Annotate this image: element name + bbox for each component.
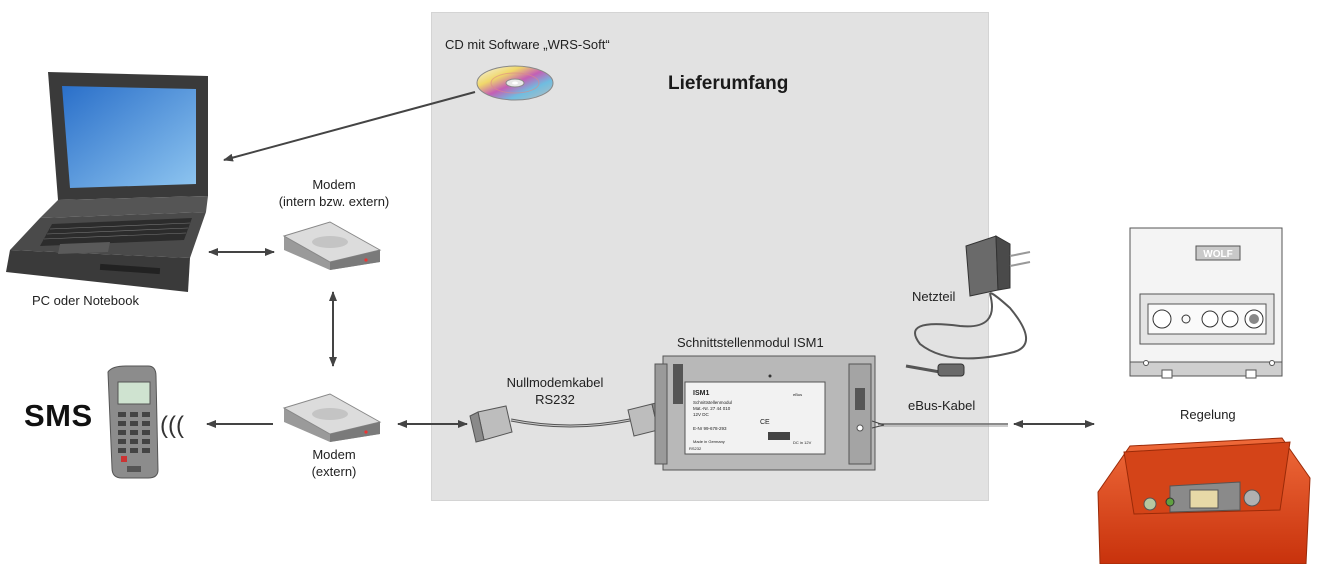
svg-text:DC in 12V: DC in 12V [793, 440, 812, 445]
module-label: Schnittstellenmodul ISM1 [677, 335, 824, 350]
svg-text:RS232: RS232 [689, 446, 702, 451]
modem-external-icon [282, 393, 382, 442]
radio-waves-icon: ((( [160, 412, 184, 439]
modem-external-label-line2: (extern) [311, 464, 357, 479]
wolf-logo: WOLF [1203, 249, 1232, 260]
null-modem-label: Nullmodemkabel RS232 [500, 374, 610, 408]
controller-label: Regelung [1180, 407, 1236, 422]
orange-boiler-panel-icon [1097, 437, 1311, 564]
svg-text:E-Nr 99-678-293: E-Nr 99-678-293 [693, 426, 727, 431]
power-supply-label: Netzteil [912, 289, 956, 304]
svg-text:12V DC: 12V DC [693, 412, 710, 417]
power-supply-icon [905, 235, 1031, 377]
modem-internal-label-line1: Modem [312, 177, 356, 192]
modem-internal-label-line2: (intern bzw. extern) [278, 194, 390, 209]
ebus-cable-icon [871, 420, 1008, 429]
ebus-cable-label: eBus-Kabel [908, 398, 976, 413]
cd-label: CD mit Software „WRS-Soft“ [445, 37, 610, 52]
delivery-scope-title: Lieferumfang [668, 73, 789, 94]
modem-internal-label: Modem (intern bzw. extern) [266, 176, 402, 210]
svg-text:Mat.-Nr. 27 44 010: Mat.-Nr. 27 44 010 [693, 406, 731, 411]
controller-unit-icon: WOLF [1129, 227, 1283, 379]
pc-label: PC oder Notebook [32, 293, 139, 308]
arrow-cd-to-pc [223, 91, 476, 162]
sms-label: SMS [24, 398, 93, 433]
svg-text:ISM1: ISM1 [693, 390, 709, 397]
modem-external-label-line1: Modem [312, 447, 356, 462]
svg-text:Schnittstellenmodul: Schnittstellenmodul [693, 400, 732, 405]
svg-text:CE: CE [760, 419, 770, 426]
svg-text:Made in Germany: Made in Germany [693, 439, 725, 444]
mobile-phone-icon [107, 365, 159, 479]
interface-module-ism1-icon: ISM1 Schnittstellenmodul Mat.-Nr. 27 44 … [654, 355, 876, 471]
null-modem-label-line1: Nullmodemkabel [506, 375, 604, 390]
modem-internal-icon [282, 221, 382, 270]
laptop-icon [6, 72, 208, 292]
null-modem-cable-icon [469, 401, 667, 443]
svg-text:eBus: eBus [793, 392, 802, 397]
cd-icon [476, 65, 554, 101]
null-modem-label-line2: RS232 [535, 392, 575, 407]
modem-external-label: Modem (extern) [290, 446, 378, 480]
